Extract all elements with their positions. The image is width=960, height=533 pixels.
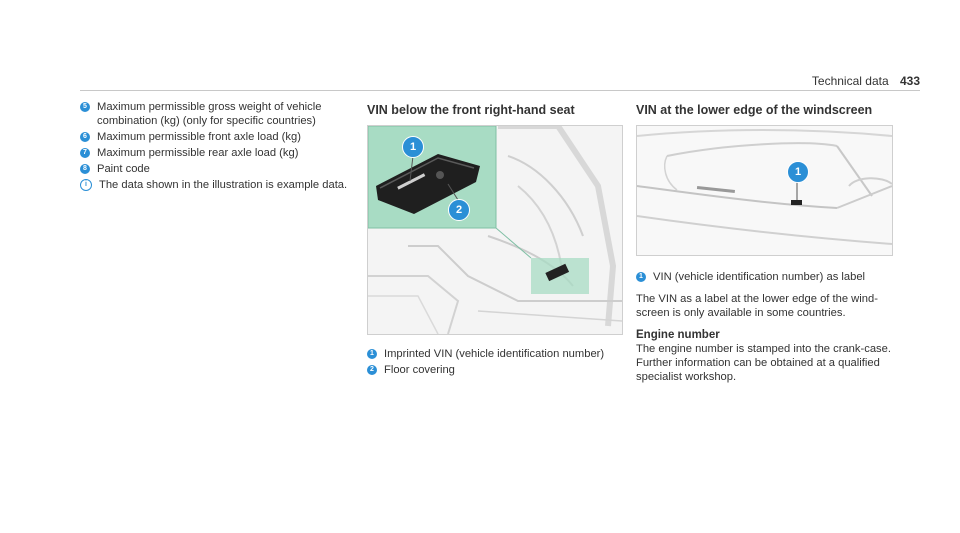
callout-badge: 1: [787, 161, 809, 183]
column-legend-list: 5 Maximum permissible gross weight of ve…: [80, 100, 352, 194]
seat-vin-drawing: [368, 126, 622, 334]
body-paragraph: The engine number is stamped into the cr…: [636, 343, 891, 383]
caption-item: 2 Floor covering: [367, 363, 621, 377]
list-item: 6 Maximum permissible front axle load (k…: [80, 130, 352, 144]
header-rule: [80, 90, 920, 91]
callout-badge: 1: [367, 349, 377, 359]
caption-text: Floor covering: [384, 364, 455, 376]
column-seat-vin: VIN below the front right-hand seat: [367, 103, 623, 379]
section-title: Technical data: [811, 74, 889, 88]
caption-text: Imprinted VIN (vehicle identification nu…: [384, 348, 605, 360]
seat-vin-illustration: 1 2: [367, 125, 623, 335]
windscreen-vin-illustration: 1: [636, 125, 893, 256]
callout-badge: 8: [80, 164, 90, 174]
list-item-text: Maximum permissible rear axle load (kg): [97, 147, 299, 159]
info-icon: i: [80, 179, 92, 191]
callout-badge: 2: [367, 365, 377, 375]
callout-badge: 1: [402, 136, 424, 158]
list-item-text: Maximum permissible front axle load (kg): [97, 131, 301, 143]
page-number: 433: [899, 74, 920, 88]
list-item-text: Paint code: [97, 163, 150, 175]
callout-badge: 2: [448, 199, 470, 221]
windscreen-drawing: [637, 126, 892, 255]
figure-caption: 1 Imprinted VIN (vehicle identification …: [367, 347, 621, 377]
section-heading: VIN at the lower edge of the windscreen: [636, 103, 873, 117]
body-paragraph: The VIN as a label at the lower edge of …: [636, 293, 878, 319]
list-item: 8 Paint code: [80, 162, 352, 176]
subheading: Engine number: [636, 329, 720, 341]
note-text: The data shown in the illustration is ex…: [99, 179, 348, 191]
callout-badge: 6: [80, 132, 90, 142]
list-item: 5 Maximum permissible gross weight of ve…: [80, 100, 352, 128]
section-heading: VIN below the front right-hand seat: [367, 103, 575, 117]
figure-caption: 1 VIN (vehicle identification number) as…: [636, 270, 892, 284]
callout-badge: 7: [80, 148, 90, 158]
caption-item: 1 VIN (vehicle identification number) as…: [636, 270, 892, 284]
column-windscreen-vin: VIN at the lower edge of the windscreen …: [636, 103, 893, 384]
list-item: 7 Maximum permissible rear axle load (kg…: [80, 146, 352, 160]
note-item: i The data shown in the illustration is …: [80, 178, 352, 192]
caption-item: 1 Imprinted VIN (vehicle identification …: [367, 347, 621, 361]
caption-text: VIN (vehicle identification number) as l…: [653, 271, 866, 283]
callout-badge: 1: [636, 272, 646, 282]
list-item-text: Maximum permissible gross weight of vehi…: [97, 101, 322, 127]
page-header: Technical data 433: [812, 74, 920, 88]
callout-badge: 5: [80, 102, 90, 112]
